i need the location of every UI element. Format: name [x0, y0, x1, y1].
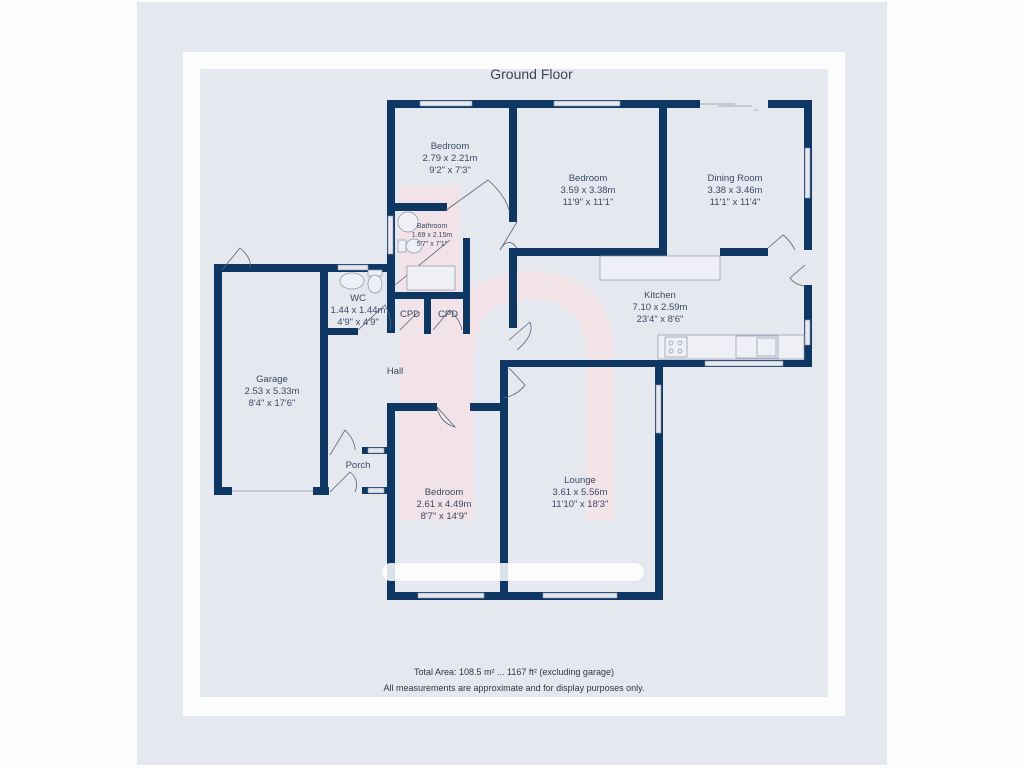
total-area-text: Total Area: 108.5 m² ... 1167 ft² (exclu…: [414, 667, 614, 677]
walls: ⇔: [214, 99, 812, 600]
overlay-bar: [382, 563, 644, 581]
room-label-cpd2: CPD: [437, 309, 459, 320]
svg-text:⇔: ⇔: [753, 107, 760, 114]
fixtures: [339, 211, 805, 360]
disclaimer-text: All measurements are approximate and for…: [383, 683, 645, 693]
room-label-cpd1: CPD: [399, 309, 421, 320]
doors: [221, 179, 806, 493]
room-label-hall: Hall: [386, 366, 404, 377]
room-label-porch: Porch: [345, 460, 371, 471]
plan-title: Ground Floor: [490, 66, 573, 82]
